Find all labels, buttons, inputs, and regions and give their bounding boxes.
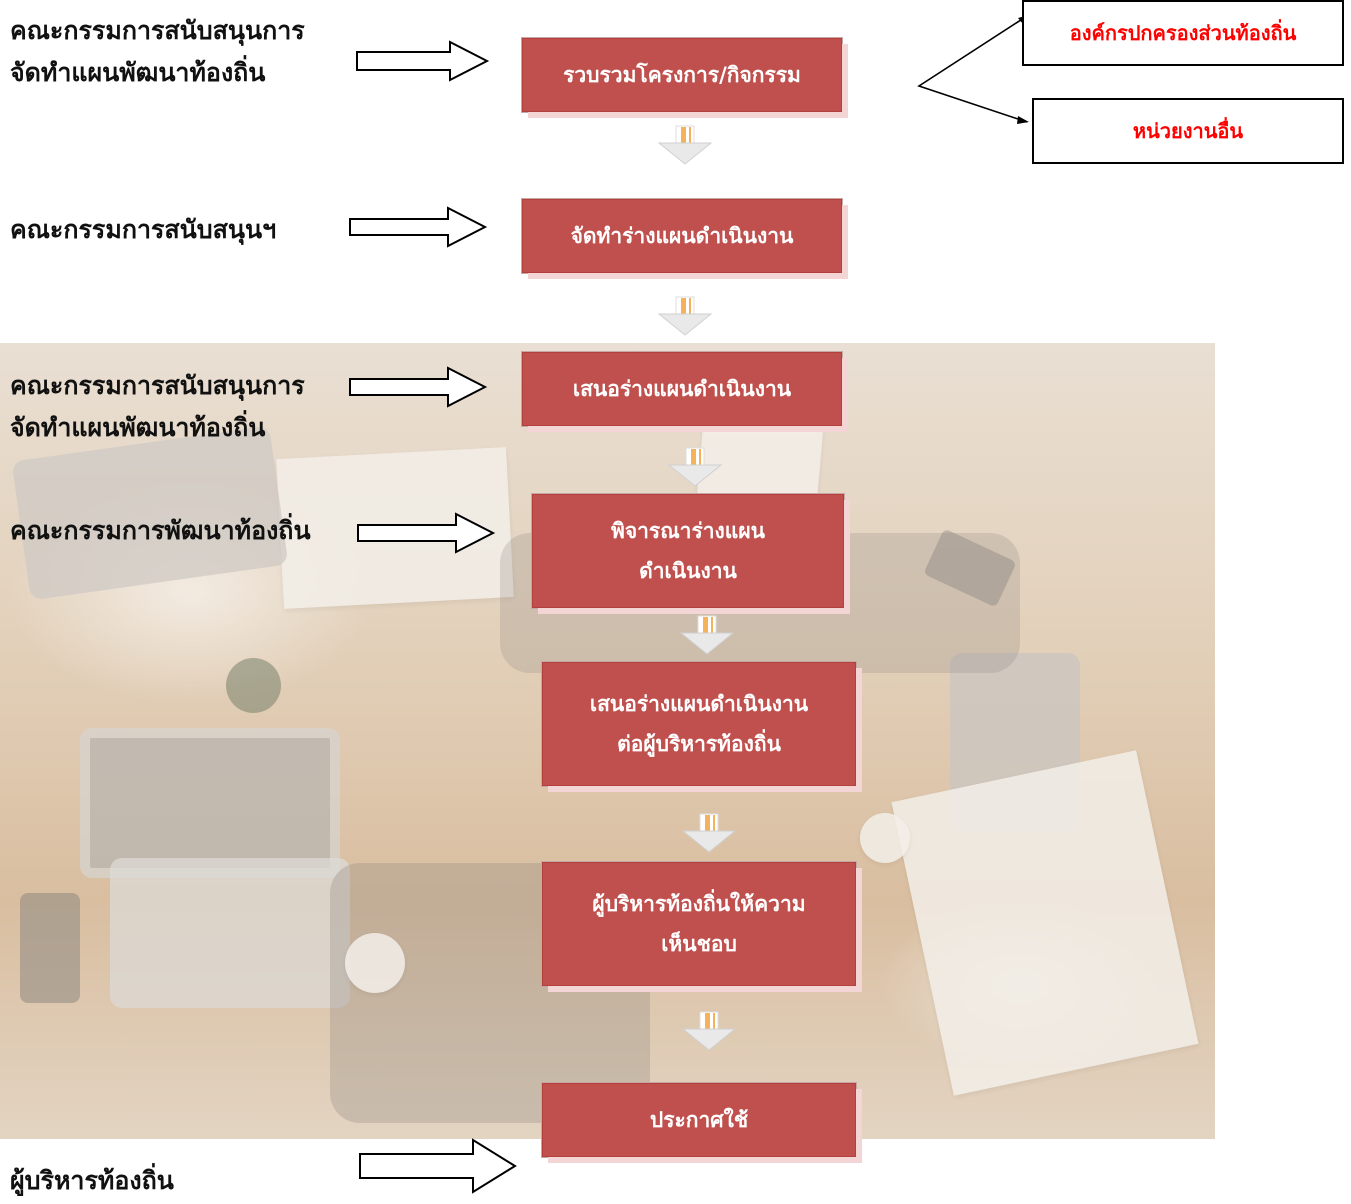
step-label: จัดทำร่างแผนดำเนินงาน bbox=[570, 224, 794, 248]
right-arrow-icon bbox=[357, 512, 496, 554]
actor-label-support-committee-2: คณะกรรมการสนับสนุนการ จัดทำแผนพัฒนาท้องถ… bbox=[10, 365, 305, 449]
bg-laptop-screen bbox=[80, 728, 340, 878]
bg-cup-2 bbox=[345, 933, 405, 993]
source-box-local-gov: องค์กรปกครองส่วนท้องถิ่น bbox=[1022, 0, 1344, 66]
down-arrow-icon bbox=[657, 296, 713, 336]
actor-label-line: คณะกรรมการสนับสนุนการ bbox=[10, 16, 305, 45]
down-arrow-icon bbox=[681, 813, 737, 853]
step-label: เสนอร่างแผนดำเนินงาน bbox=[589, 692, 809, 716]
step-label: รวบรวมโครงการ/กิจกรรม bbox=[563, 63, 801, 87]
actor-label-line: จัดทำแผนพัฒนาท้องถิ่น bbox=[10, 58, 266, 87]
down-arrow-icon bbox=[681, 1011, 737, 1051]
actor-label-line: จัดทำแผนพัฒนาท้องถิ่น bbox=[10, 413, 266, 442]
step-label: เห็นชอบ bbox=[661, 932, 737, 956]
bg-contract-paper bbox=[891, 750, 1199, 1096]
actor-label-development-committee: คณะกรรมการพัฒนาท้องถิ่น bbox=[10, 510, 311, 552]
step-box-propose-draft: เสนอร่างแผนดำเนินงาน bbox=[522, 352, 842, 426]
actor-label-line: คณะกรรมการพัฒนาท้องถิ่น bbox=[10, 516, 311, 545]
step-label: ประกาศใช้ bbox=[649, 1108, 749, 1132]
right-arrow-icon bbox=[349, 206, 488, 248]
step-label: เสนอร่างแผนดำเนินงาน bbox=[572, 377, 792, 401]
source-label: องค์กรปกครองส่วนท้องถิ่น bbox=[1069, 21, 1297, 45]
down-arrow-icon bbox=[679, 615, 735, 655]
step-box-propose-to-executive: เสนอร่างแผนดำเนินงาน ต่อผู้บริหารท้องถิ่… bbox=[542, 662, 856, 786]
actor-label-support-committee: คณะกรรมการสนับสนุนการ จัดทำแผนพัฒนาท้องถ… bbox=[10, 10, 305, 94]
step-box-collect-projects: รวบรวมโครงการ/กิจกรรม bbox=[522, 38, 842, 112]
step-box-consider-draft: พิจารณาร่างแผน ดำเนินงาน bbox=[532, 494, 844, 608]
branch-arrows-icon bbox=[917, 15, 1029, 124]
down-arrow-icon bbox=[657, 125, 713, 165]
step-label: ผู้บริหารท้องถิ่นให้ความ bbox=[592, 892, 806, 916]
actor-label-support-committee-short: คณะกรรมการสนับสนุนฯ bbox=[10, 209, 276, 251]
down-arrow-icon bbox=[667, 447, 723, 487]
step-box-draft-plan: จัดทำร่างแผนดำเนินงาน bbox=[522, 199, 842, 273]
step-label: พิจารณาร่างแผน bbox=[610, 519, 765, 543]
actor-label-line: คณะกรรมการสนับสนุนฯ bbox=[10, 215, 277, 244]
source-box-other-agency: หน่วยงานอื่น bbox=[1032, 98, 1344, 164]
actor-label-line: ผู้บริหารท้องถิ่น bbox=[10, 1166, 174, 1195]
source-label: หน่วยงานอื่น bbox=[1132, 119, 1244, 143]
actor-label-line: คณะกรรมการสนับสนุนการ bbox=[10, 371, 305, 400]
step-label: ต่อผู้บริหารท้องถิ่น bbox=[617, 732, 781, 756]
right-arrow-icon bbox=[359, 1138, 517, 1194]
right-arrow-icon bbox=[356, 40, 490, 82]
actor-label-local-executive: ผู้บริหารท้องถิ่น bbox=[10, 1160, 174, 1202]
step-box-announce: ประกาศใช้ bbox=[542, 1083, 856, 1157]
bg-smartphone bbox=[20, 893, 80, 1003]
step-box-executive-approval: ผู้บริหารท้องถิ่นให้ความ เห็นชอบ bbox=[542, 862, 856, 986]
bg-laptop-keyboard bbox=[110, 858, 350, 1008]
bg-cup bbox=[860, 813, 910, 863]
bg-cactus bbox=[226, 658, 281, 713]
right-arrow-icon bbox=[349, 366, 488, 408]
step-label: ดำเนินงาน bbox=[639, 559, 737, 583]
